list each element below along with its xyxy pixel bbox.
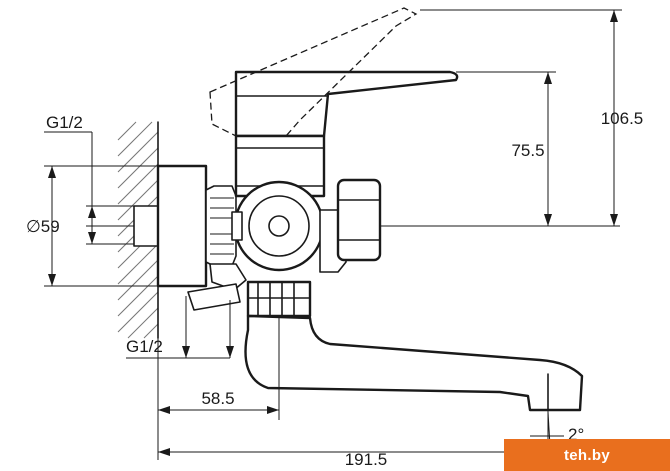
diverter-knob (336, 178, 382, 262)
spout-nut (246, 280, 312, 318)
label-offset: 58.5 (201, 389, 234, 408)
dim-offset (157, 316, 280, 460)
dim-diameter-flange (44, 165, 158, 287)
label-height-spout: 75.5 (511, 141, 544, 160)
label-thread-top: G1/2 (46, 113, 83, 132)
mixer-body (231, 134, 347, 273)
label-length-total: 191.5 (345, 450, 388, 469)
watermark-logo: teh.by (504, 439, 670, 471)
label-height-total: 106.5 (601, 109, 644, 128)
spout (244, 314, 584, 412)
lever-handle-raised (209, 7, 418, 137)
dim-thread-top (44, 131, 134, 245)
dim-height-total (420, 9, 622, 226)
label-diameter-flange: ∅59 (26, 217, 60, 236)
eccentric-fitting (133, 164, 237, 288)
label-thread-bottom: G1/2 (126, 337, 163, 356)
bottom-left-nut (187, 263, 247, 311)
dim-height-spout (456, 71, 556, 226)
dim-thread-bottom (126, 296, 234, 359)
lever-handle (234, 70, 459, 138)
